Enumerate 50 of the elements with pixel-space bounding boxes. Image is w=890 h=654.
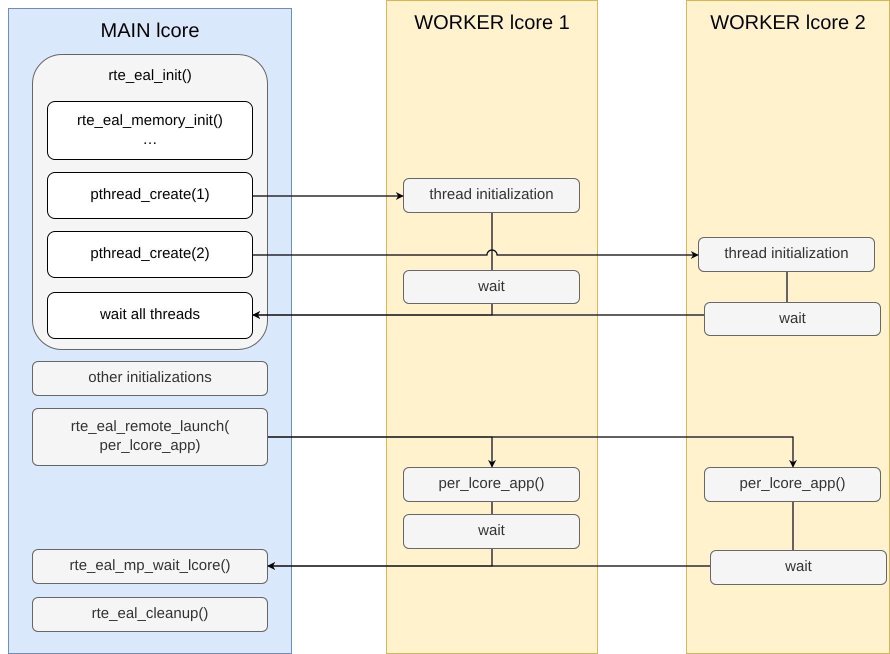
lane-title: WORKER lcore 1 [414,11,570,36]
process-box [47,101,253,160]
process-box [403,467,580,502]
box-label: wait all threads [100,306,200,325]
connector-line [491,213,493,270]
box-label: rte_eal_cleanup() [92,605,208,624]
box-label: wait [779,310,806,328]
process-box [47,172,253,219]
arrow [268,436,797,468]
connector-line [491,502,493,514]
box-label: per_lcore_app() [438,475,544,494]
process-box [704,302,881,336]
process-box [403,178,580,213]
arrow [253,249,699,259]
process-box [32,361,268,396]
box-label: wait [785,558,812,577]
process-box [698,237,875,272]
process-box [32,408,268,466]
process-box [32,549,268,584]
box-label: wait [478,522,505,541]
process-box [32,597,268,632]
connector-line [786,272,788,302]
box-label: rte_eal_memory_init() [77,112,223,130]
box-label: thread initialization [429,186,554,205]
arrow [253,192,404,200]
box-label: pthread_create(2) [90,245,210,264]
lane-title: WORKER lcore 2 [710,11,866,36]
group-title: rte_eal_init() [108,67,192,86]
box-label: other initializations [88,369,212,388]
box-label: thread initialization [724,245,849,264]
process-box [47,231,253,278]
lane-title: MAIN lcore [100,19,200,44]
process-box [47,292,253,339]
box-label: per_lcore_app() [740,475,846,494]
group-box [32,54,268,350]
swimlane [686,0,890,654]
box-label: … [142,130,158,150]
arrow [252,311,704,319]
connector-line [792,502,794,550]
process-box [710,550,887,585]
swimlane [386,0,598,654]
process-box [704,467,881,502]
box-label: rte_eal_remote_launch( per_lcore_app) [70,418,230,456]
process-box [403,270,580,304]
arrow [267,562,710,570]
box-label: pthread_create(1) [90,186,210,205]
swimlane [8,8,292,654]
box-label: wait [478,278,505,296]
process-box [403,514,580,549]
box-label: rte_eal_mp_wait_lcore() [70,557,230,576]
